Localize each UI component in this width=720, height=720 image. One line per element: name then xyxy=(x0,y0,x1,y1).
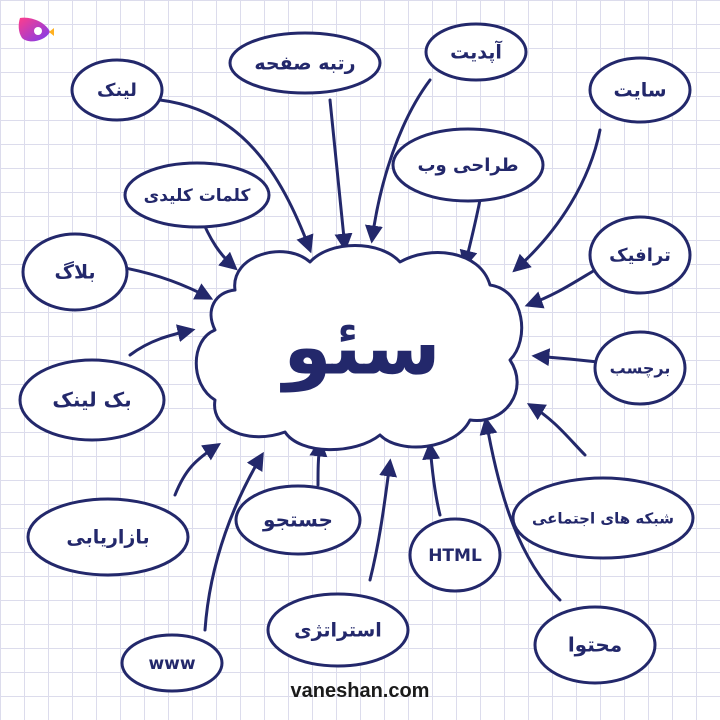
node-keywords: کلمات کلیدی xyxy=(144,186,251,206)
node-html-cloud: HTML xyxy=(408,517,502,593)
arrow-marketing xyxy=(173,443,222,497)
arrow-site xyxy=(512,128,602,273)
node-marketing-cloud: بازاریابی xyxy=(26,497,190,577)
node-backlink: بک لینک xyxy=(52,388,131,412)
node-tag: برچسب xyxy=(610,359,671,379)
node-keywords-cloud: کلمات کلیدی xyxy=(123,161,271,229)
arrow-html xyxy=(422,441,442,517)
arrow-link xyxy=(158,98,314,254)
center-cloud: سئو xyxy=(194,244,524,452)
node-search: جستجو xyxy=(262,508,333,532)
arrow-webdesign xyxy=(459,198,482,269)
node-search-cloud: جستجو xyxy=(234,484,362,556)
node-tag-cloud: برچسب xyxy=(593,330,687,406)
node-social-cloud: شبکه های اجتماعی xyxy=(511,476,695,560)
node-strategy: استراتژی xyxy=(294,620,382,642)
node-marketing: بازاریابی xyxy=(66,527,149,549)
arrow-backlink xyxy=(128,324,196,357)
node-update: آپدیت xyxy=(450,40,502,64)
cloud-shape xyxy=(228,31,382,95)
logo-icon xyxy=(18,17,54,42)
node-www: www xyxy=(148,654,195,674)
node-blog: بلاگ xyxy=(54,261,95,284)
node-blog-cloud: بلاگ xyxy=(21,232,129,312)
node-strategy-cloud: استراتژی xyxy=(266,592,410,668)
node-html: HTML xyxy=(428,546,482,566)
footer-site: vaneshan.com xyxy=(290,680,430,702)
node-www-cloud: www xyxy=(120,633,224,693)
node-social: شبکه های اجتماعی xyxy=(532,510,674,528)
arrow-blog xyxy=(123,266,214,300)
node-rank: رتبه صفحه xyxy=(254,53,355,75)
node-backlink-cloud: بک لینک xyxy=(18,358,166,442)
node-link-cloud: لینک xyxy=(70,58,164,122)
node-content: محتوا xyxy=(568,633,622,657)
node-rank-cloud: رتبه صفحه xyxy=(228,31,382,95)
node-site: سایت xyxy=(613,80,666,102)
arrow-social xyxy=(526,403,587,457)
node-site-cloud: سایت xyxy=(588,56,692,124)
node-traffic: ترافیک xyxy=(609,245,671,266)
arrow-update xyxy=(364,78,432,244)
center-cloud-shape xyxy=(194,244,524,452)
node-traffic-cloud: ترافیک xyxy=(588,215,692,295)
node-update-cloud: آپدیت xyxy=(424,22,528,82)
arrow-traffic xyxy=(524,268,597,309)
node-webdesign-cloud: طراحی وب xyxy=(391,127,545,203)
arrow-www xyxy=(203,451,264,632)
arrow-rank xyxy=(328,98,353,252)
node-link: لینک xyxy=(97,80,137,101)
node-content-cloud: محتوا xyxy=(533,605,657,685)
node-webdesign: طراحی وب xyxy=(417,155,518,176)
arrow-strategy xyxy=(368,458,398,582)
center-label: سئو xyxy=(279,302,440,392)
arrow-tag xyxy=(531,348,600,367)
